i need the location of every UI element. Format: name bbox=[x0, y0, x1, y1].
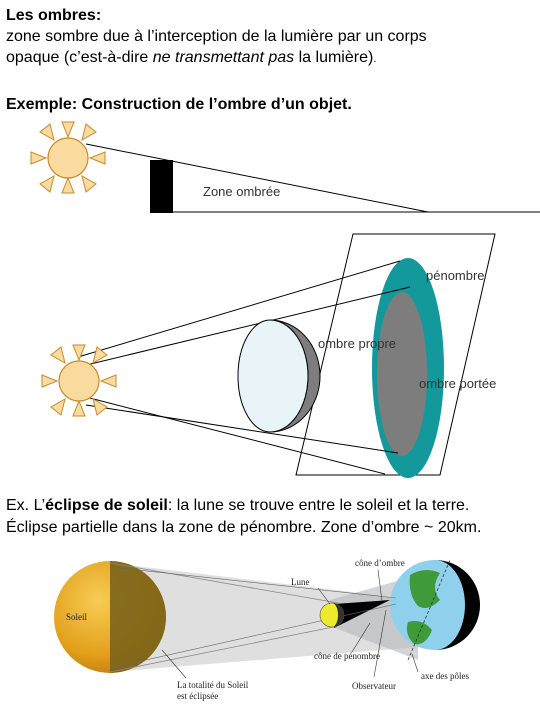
light-ray bbox=[85, 143, 429, 213]
definition-part-a: opaque (c’est-à-dire bbox=[6, 49, 153, 66]
page-title: Les ombres: bbox=[6, 7, 102, 24]
eclipse-emphasis: éclipse de soleil bbox=[45, 497, 168, 514]
penumbra-cone bbox=[110, 563, 444, 672]
eclipse-line-1: Ex. L’éclipse de soleil: la lune se trou… bbox=[6, 496, 469, 515]
axe-poles-label: axe des pôles bbox=[421, 671, 469, 681]
sun-eclipsed-half bbox=[110, 561, 166, 673]
earth-object bbox=[390, 560, 480, 650]
sun-icon bbox=[30, 121, 106, 194]
opaque-object bbox=[150, 160, 173, 213]
figure-shadow-penumbra: pénombre ombre propre ombre portée bbox=[41, 233, 496, 478]
ombre-portee-label: ombre portée bbox=[419, 376, 496, 391]
example-title: Exemple: Construction de l’ombre d’un ob… bbox=[6, 96, 352, 113]
definition-line-1: zone sombre due à l’interception de la l… bbox=[6, 28, 427, 45]
definition-emphasis: ne transmettant pas bbox=[152, 49, 295, 66]
label-pointers bbox=[161, 569, 419, 679]
definition-line-2: opaque (c’est-à-dire ne transmettant pas… bbox=[6, 48, 376, 69]
ombre-propre-label: ombre propre bbox=[318, 336, 396, 351]
figure-shadow-construction: Zone ombrée bbox=[30, 121, 540, 213]
soleil-label: Soleil bbox=[66, 612, 88, 622]
eclipse-part-c: : la lune se trouve entre le soleil et l… bbox=[167, 497, 470, 514]
moon-object bbox=[237, 319, 321, 433]
totalite-label-line-2: est éclipsée bbox=[177, 691, 218, 701]
eclipse-line-2: Éclipse partielle dans la zone de pénomb… bbox=[6, 519, 482, 536]
sun-icon bbox=[41, 344, 117, 417]
figure-solar-eclipse: Soleil Lune cône d’ombre cône de pénombr… bbox=[54, 558, 480, 701]
cone-penombre-label: cône de pénombre bbox=[314, 651, 380, 661]
moon-dark-side bbox=[332, 603, 344, 627]
penombre-label: pénombre bbox=[426, 268, 485, 283]
umbra-cone bbox=[334, 600, 390, 628]
definition-period: . bbox=[373, 53, 377, 65]
definition-part-c: la lumière) bbox=[294, 49, 374, 66]
light-rays bbox=[77, 260, 411, 475]
lune-label: Lune bbox=[291, 577, 310, 587]
pole-axis bbox=[407, 559, 451, 661]
totalite-label-line-1: La totalité du Soleil bbox=[177, 680, 249, 690]
zone-ombree-label: Zone ombrée bbox=[203, 184, 280, 199]
umbra-zone bbox=[377, 292, 427, 456]
eclipse-part-a: Ex. L’ bbox=[6, 497, 46, 514]
cone-ombre-label: cône d’ombre bbox=[355, 558, 405, 568]
observateur-label: Observateur bbox=[352, 681, 396, 691]
